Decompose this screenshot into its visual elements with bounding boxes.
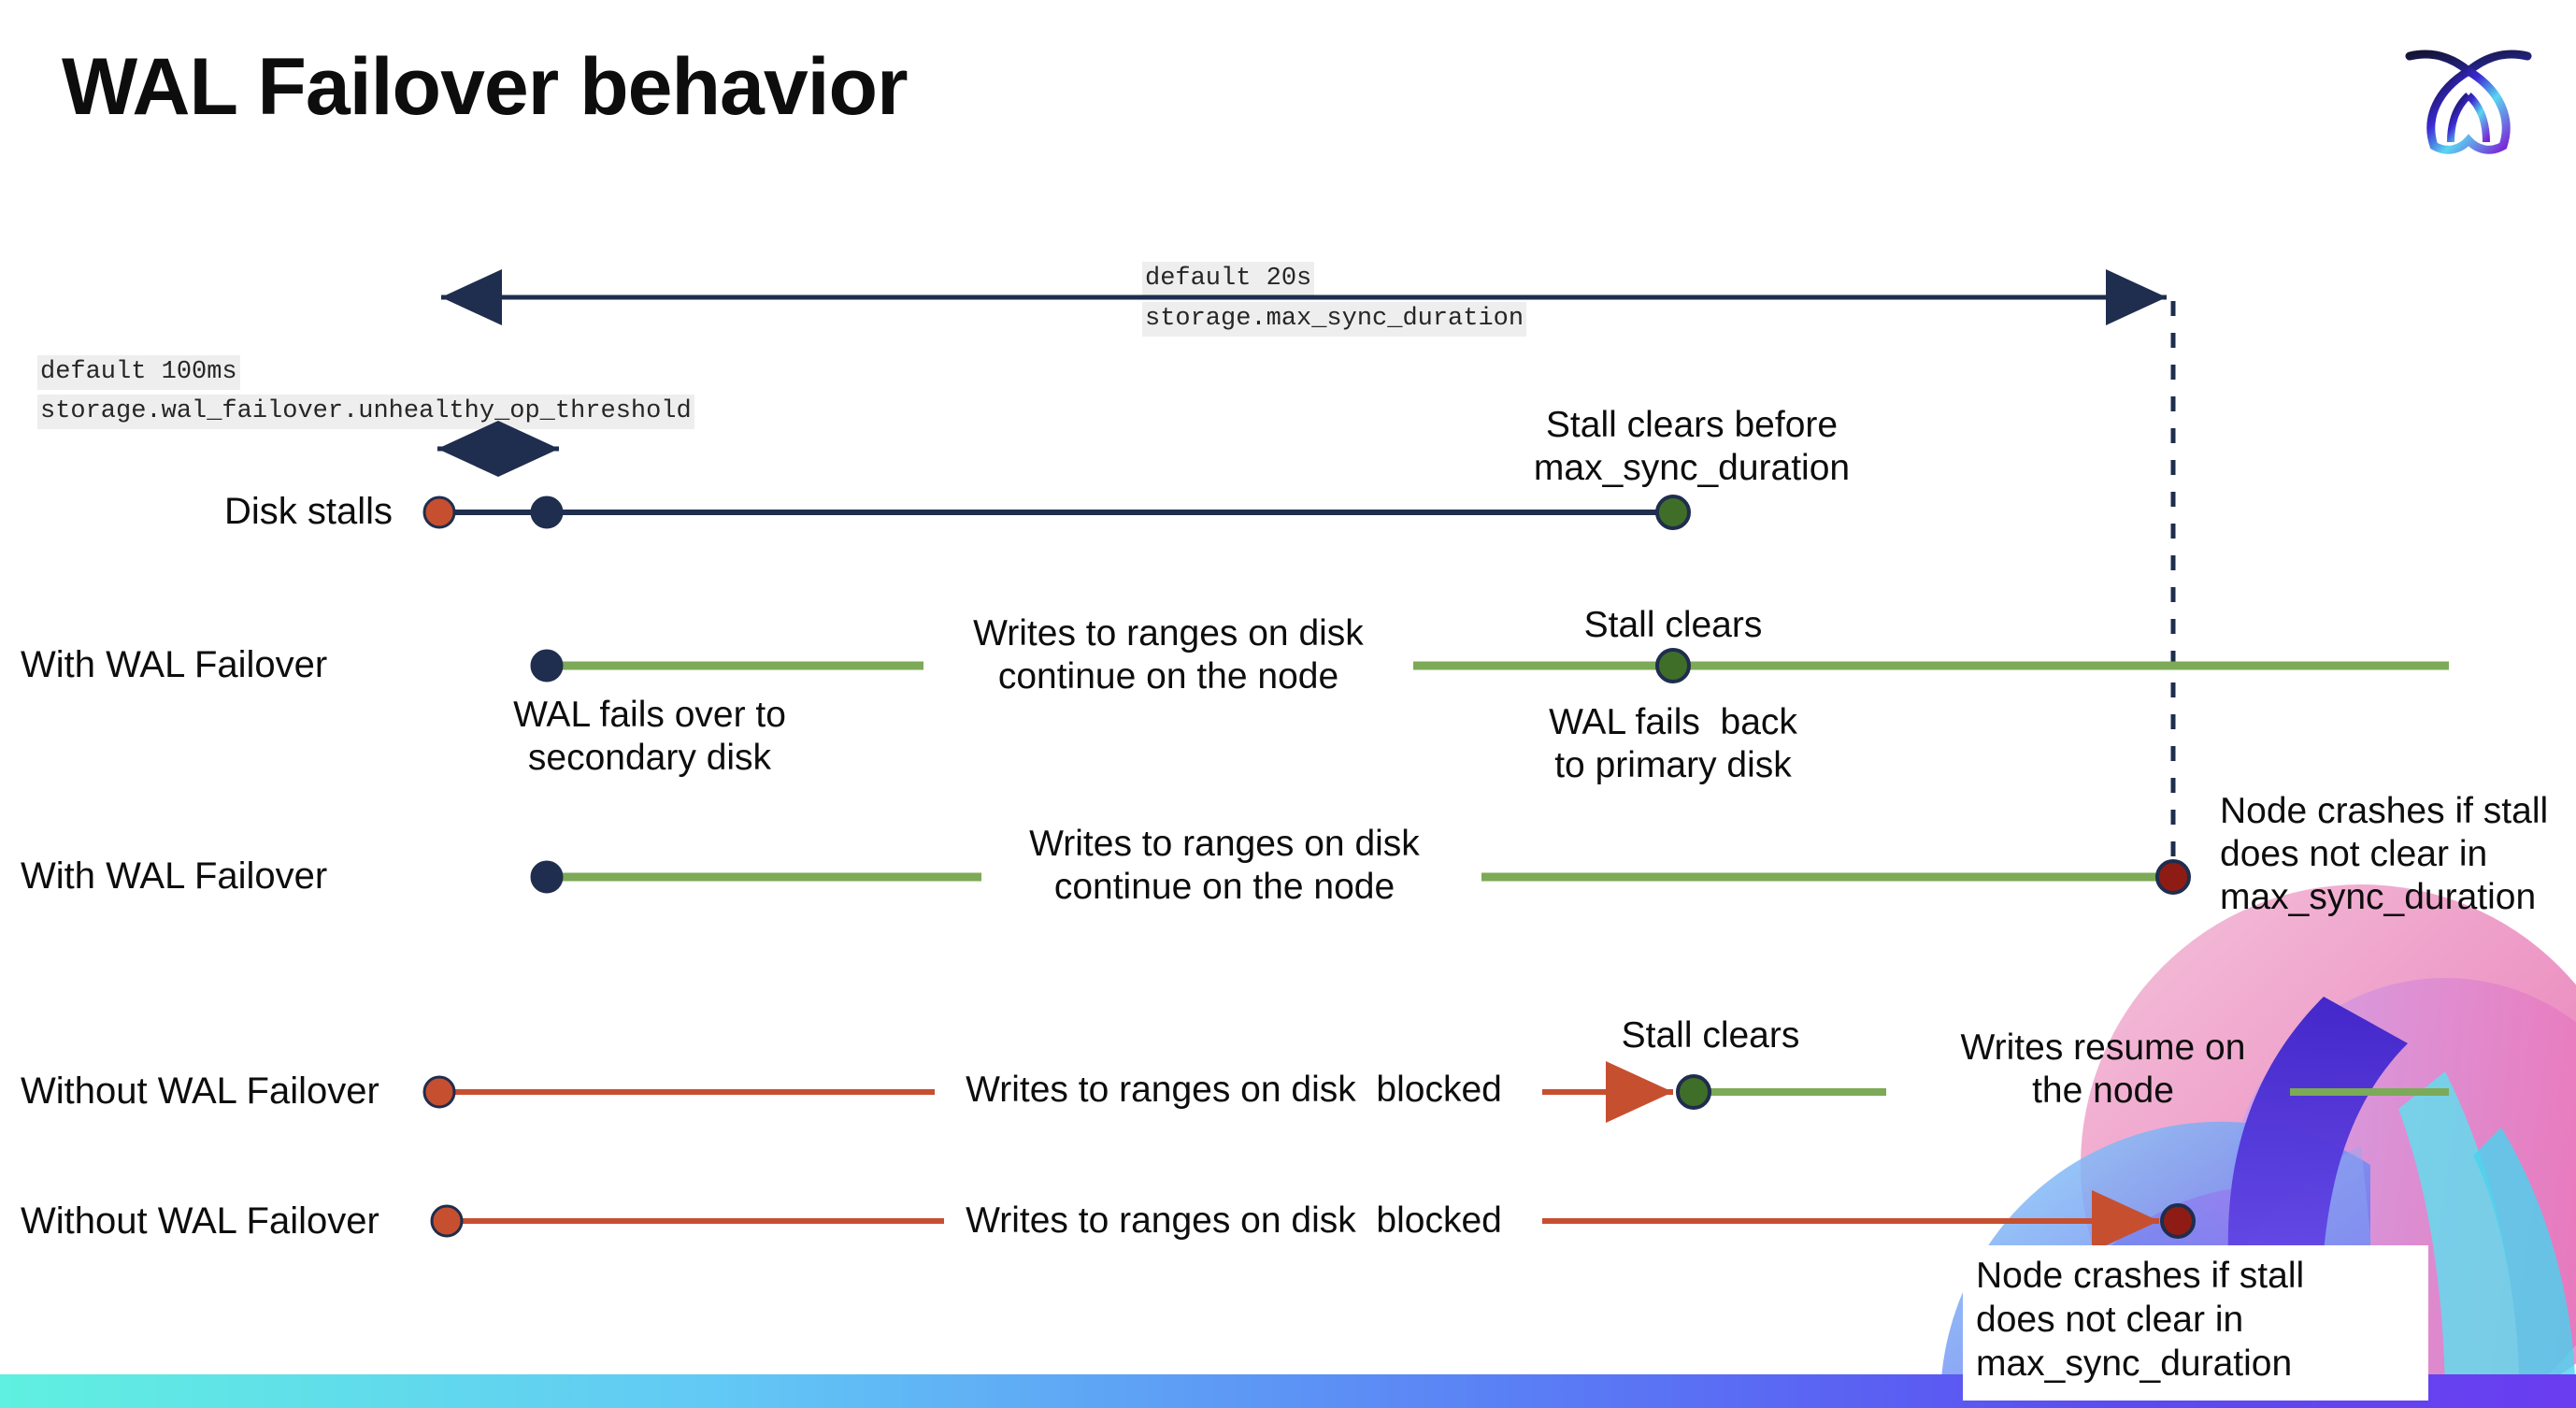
cockroachdb-logo-icon	[2405, 50, 2532, 154]
note-wal-fails-over: WAL fails over to secondary disk	[513, 695, 786, 779]
row-with-wal-failover-1-timeline	[530, 648, 2449, 683]
note-stall-clears-1: Stall clears	[1583, 605, 1763, 645]
note-stall-clears-before-max-sync: Stall clears before max_sync_duration	[1533, 405, 1851, 489]
unhealthy-setting-chip: storage.wal_failover.unhealthy_op_thresh…	[37, 395, 694, 429]
note-node-crashes-2: Node crashes if stall does not clear in …	[1963, 1245, 2428, 1401]
row-disk-stalls-timeline	[422, 495, 1691, 530]
row-label-without-wal-failover-2: Without WAL Failover	[21, 1200, 379, 1242]
note-writes-blocked-1: Writes to ranges on disk blocked	[966, 1070, 1502, 1110]
max-sync-default-chip: default 20s	[1142, 262, 1315, 296]
note-node-crashes-1: Node crashes if stall does not clear in …	[2220, 791, 2549, 918]
note-writes-blocked-2: Writes to ranges on disk blocked	[966, 1200, 1502, 1241]
row-label-disk-stalls: Disk stalls	[223, 491, 393, 532]
note-writes-continue-1: Writes to ranges on disk continue on the…	[973, 613, 1364, 697]
row-label-without-wal-failover-1: Without WAL Failover	[21, 1070, 379, 1112]
note-writes-continue-2: Writes to ranges on disk continue on the…	[1029, 824, 1420, 908]
note-writes-resume: Writes resume on the node	[1960, 1027, 2246, 1112]
row-without-wal-failover-1-timeline	[422, 1061, 2449, 1123]
unhealthy-default-chip: default 100ms	[37, 355, 240, 390]
page-title: WAL Failover behavior	[62, 42, 909, 132]
max-sync-setting-chip: storage.max_sync_duration	[1142, 302, 1527, 337]
row-without-wal-failover-2-timeline	[430, 1190, 2196, 1252]
row-with-wal-failover-2-timeline	[530, 859, 2191, 895]
row-label-with-wal-failover-1: With WAL Failover	[21, 644, 328, 685]
note-wal-fails-back: WAL fails back to primary disk	[1549, 702, 1797, 786]
note-stall-clears-2: Stall clears	[1621, 1015, 1800, 1056]
row-label-with-wal-failover-2: With WAL Failover	[21, 855, 328, 897]
